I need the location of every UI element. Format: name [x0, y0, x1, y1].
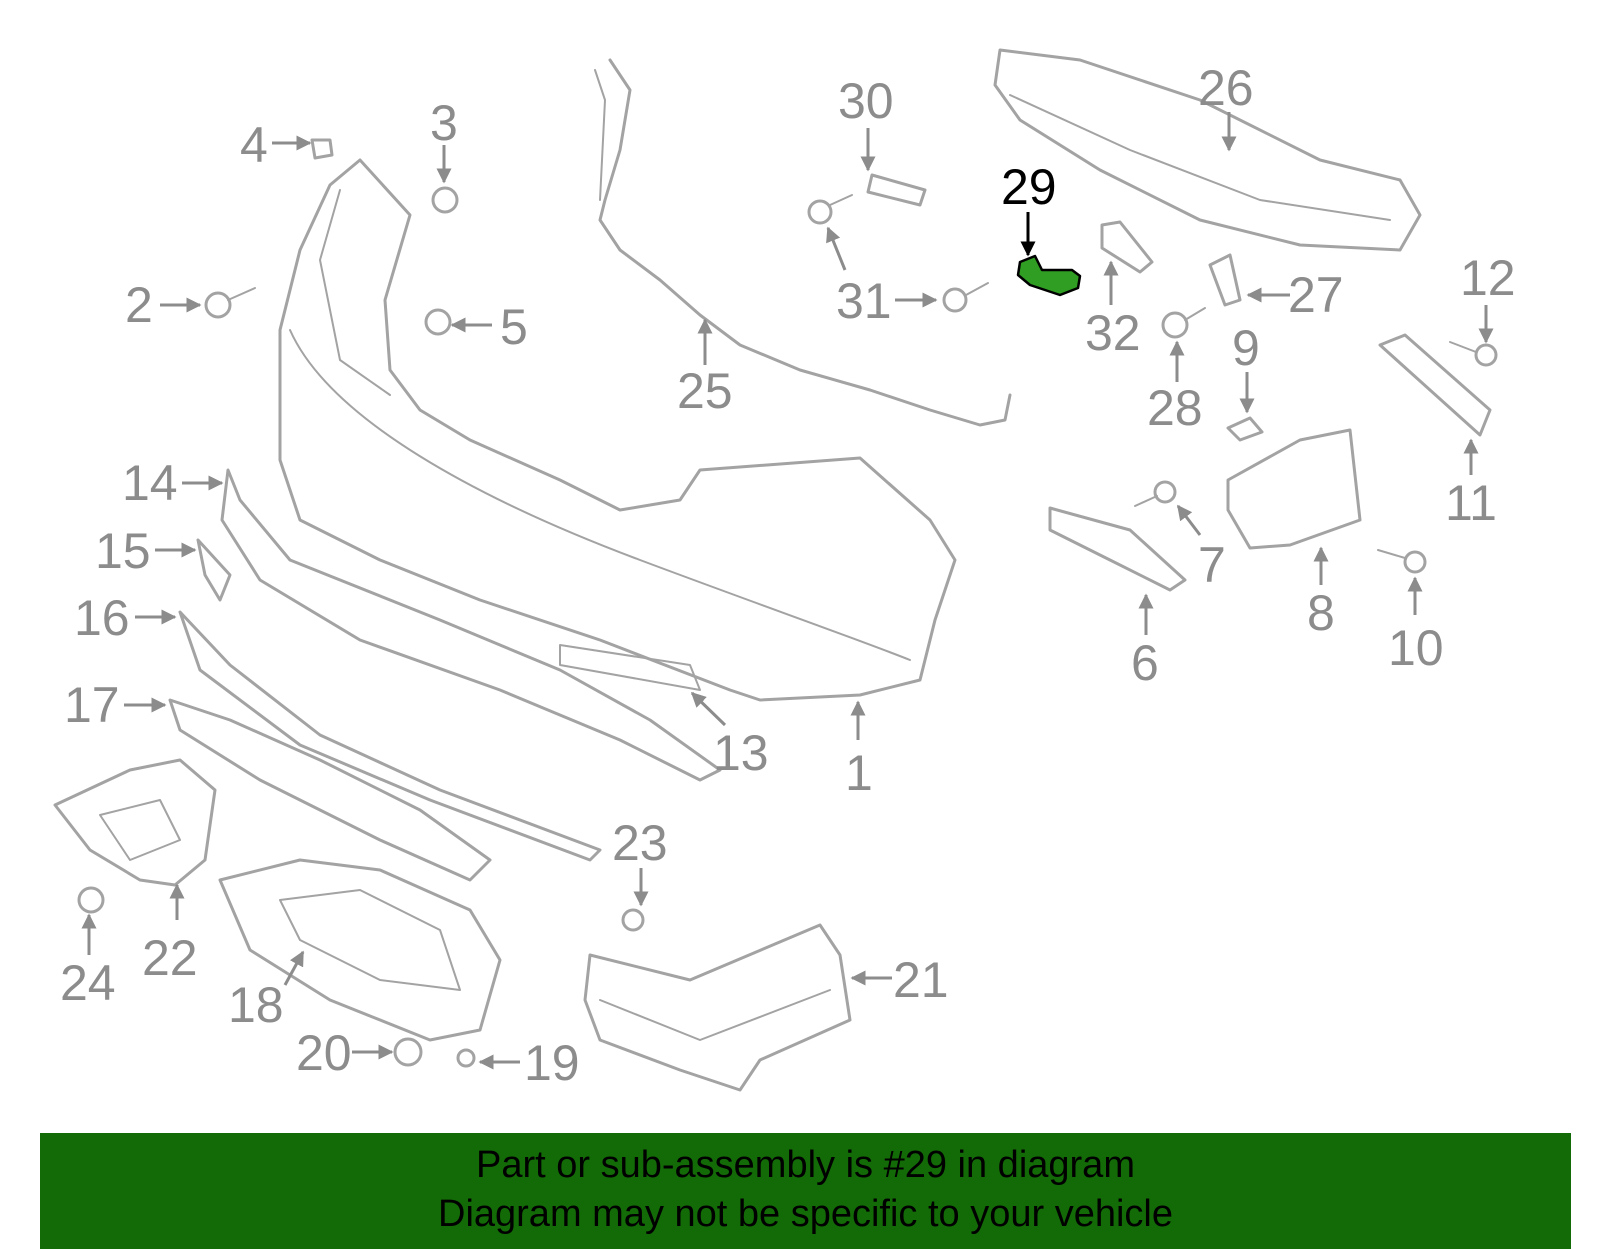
callout-14: 14 [122, 455, 178, 511]
callout-27: 27 [1288, 267, 1344, 323]
part-14-lower-cover[interactable] [220, 468, 722, 782]
callout-19: 19 [524, 1035, 580, 1091]
part-24-nut[interactable] [77, 886, 105, 914]
part-31-screw[interactable] [807, 194, 989, 313]
callout-28: 28 [1147, 380, 1203, 436]
part-26-impact-beam[interactable] [993, 48, 1422, 252]
part-10-bolt[interactable] [1377, 549, 1427, 574]
part-7-bolt[interactable] [1134, 480, 1177, 507]
part-17-reinforcement[interactable] [168, 698, 492, 882]
callout-24: 24 [60, 955, 116, 1011]
callout-31: 31 [836, 273, 892, 329]
banner-line-part: Part or sub-assembly is #29 in diagram [476, 1144, 1135, 1186]
callout-7: 7 [1198, 537, 1226, 593]
part-9-clip[interactable] [1226, 416, 1264, 442]
callout-1: 1 [845, 745, 873, 801]
info-banner: Part or sub-assembly is #29 in diagram D… [40, 1133, 1571, 1249]
callout-32: 32 [1085, 305, 1141, 361]
callout-12: 12 [1460, 250, 1516, 306]
banner-line-disclaimer: Diagram may not be specific to your vehi… [438, 1193, 1173, 1235]
callout-18: 18 [228, 977, 284, 1033]
part-23-clip[interactable] [621, 908, 645, 932]
callout-6: 6 [1131, 635, 1159, 691]
part-30-bracket[interactable] [866, 173, 927, 207]
leader-arrows [81, 112, 1494, 1070]
part-11-bracket[interactable] [1378, 333, 1492, 437]
callout-13: 13 [713, 725, 769, 781]
part-28-screw[interactable] [1161, 307, 1206, 339]
part-27-bracket[interactable] [1208, 253, 1242, 307]
callout-16: 16 [74, 590, 130, 646]
callout-29: 29 [1001, 159, 1057, 215]
callout-3: 3 [430, 95, 458, 151]
part-12-bolt[interactable] [1449, 341, 1498, 367]
callout-2: 2 [125, 277, 153, 333]
part-15-clip[interactable] [196, 538, 232, 602]
part-29-highlighted-bracket[interactable] [1016, 254, 1082, 297]
part-32-bracket[interactable] [1100, 220, 1154, 274]
callout-22: 22 [142, 930, 198, 986]
part-25-wiring-harness[interactable] [594, 58, 1012, 427]
part-21-splash-shield[interactable] [583, 923, 852, 1092]
part-16-strip[interactable] [178, 610, 602, 862]
callout-30: 30 [838, 73, 894, 129]
callout-15: 15 [95, 523, 151, 579]
part-3-nut[interactable] [431, 186, 459, 214]
callout-10: 10 [1388, 620, 1444, 676]
part-6-bracket[interactable] [1048, 506, 1187, 592]
part-4-clip[interactable] [310, 138, 334, 160]
callout-23: 23 [612, 815, 668, 871]
callout-labels: 1 2 3 4 5 6 7 8 9 10 11 12 13 14 15 16 1… [60, 60, 1516, 1091]
part-1-bumper-cover[interactable] [278, 158, 957, 702]
callout-4: 4 [240, 117, 268, 173]
callout-26: 26 [1198, 60, 1254, 116]
part-19-stud[interactable] [456, 1048, 476, 1068]
part-22-splash-shield[interactable] [53, 758, 217, 887]
callout-5: 5 [500, 299, 528, 355]
callout-8: 8 [1307, 585, 1335, 641]
callout-11: 11 [1445, 475, 1497, 531]
part-8-bracket[interactable] [1226, 428, 1362, 550]
callout-17: 17 [64, 677, 120, 733]
callout-25: 25 [677, 363, 733, 419]
part-5-nut[interactable] [424, 308, 452, 336]
callout-20: 20 [296, 1025, 352, 1081]
part-20-nut[interactable] [393, 1037, 423, 1067]
callout-21: 21 [893, 952, 949, 1008]
part-2-screw[interactable] [204, 287, 256, 319]
callout-9: 9 [1232, 320, 1260, 376]
